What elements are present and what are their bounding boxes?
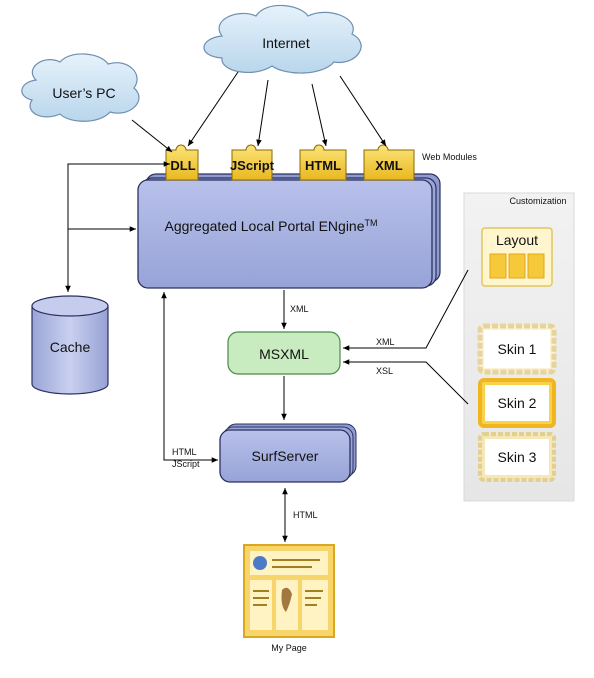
skin-2-label: Skin 2	[498, 395, 537, 411]
skin-3-card: Skin 3	[478, 432, 556, 482]
cache-cylinder: Cache	[31, 295, 109, 395]
arrow-internet-html	[311, 83, 328, 147]
arrow-internet-jscript	[256, 79, 269, 147]
arrow-dll-cache	[65, 161, 170, 292]
my-page-label: My Page	[271, 643, 307, 653]
edge-label-html: HTML	[172, 447, 197, 457]
layout-card: Layout	[481, 227, 553, 287]
users-pc-cloud: User’s PC	[21, 53, 140, 122]
arrow-internet-xml	[339, 75, 387, 147]
skin-1-label: Skin 1	[498, 341, 537, 357]
cache-label: Cache	[50, 339, 91, 355]
web-modules-label: Web Modules	[422, 152, 477, 162]
arrow-skins-msxml	[343, 359, 469, 405]
edge-label-skins-msxml: XSL	[376, 366, 393, 376]
edge-label-jscript: JScript	[172, 459, 200, 469]
edge-label-alpe-msxml: XML	[290, 304, 309, 314]
module-dll: DLL	[165, 144, 199, 181]
alpe-engine: Aggregated Local Portal ENgineTM	[137, 173, 441, 289]
my-page-thumbnail: My Page	[243, 544, 335, 653]
surfserver-box: SurfServer	[219, 423, 357, 483]
module-xml-label: XML	[375, 158, 403, 173]
layout-label: Layout	[496, 232, 538, 248]
edge-label-layout-msxml: XML	[376, 337, 395, 347]
browser-globe-icon	[253, 556, 267, 570]
skin-1-card: Skin 1	[477, 323, 557, 375]
skin-3-label: Skin 3	[498, 449, 537, 465]
alpe-label: Aggregated Local Portal ENgineTM	[164, 218, 377, 234]
arrow-surf-alpe	[161, 292, 218, 463]
module-jscript-label: JScript	[230, 158, 275, 173]
customization-title: Customization	[509, 196, 566, 206]
skin-2-card: Skin 2	[478, 378, 556, 428]
msxml-label: MSXML	[259, 346, 309, 362]
arrow-internet-dll	[187, 71, 239, 147]
edge-label-surf-page: HTML	[293, 510, 318, 520]
arrow-layout-msxml	[343, 269, 469, 351]
module-dll-label: DLL	[170, 158, 195, 173]
arrow-userpc-dll	[131, 119, 173, 153]
internet-cloud: Internet	[203, 4, 362, 74]
msxml-box: MSXML	[227, 331, 341, 375]
users-pc-label: User’s PC	[52, 85, 115, 101]
module-jscript: JScript	[230, 144, 275, 181]
module-html-label: HTML	[305, 158, 341, 173]
surfserver-label: SurfServer	[252, 448, 319, 464]
module-html: HTML	[299, 144, 347, 181]
internet-label: Internet	[262, 35, 310, 51]
connectors	[65, 71, 469, 542]
module-xml: XML	[363, 144, 415, 181]
